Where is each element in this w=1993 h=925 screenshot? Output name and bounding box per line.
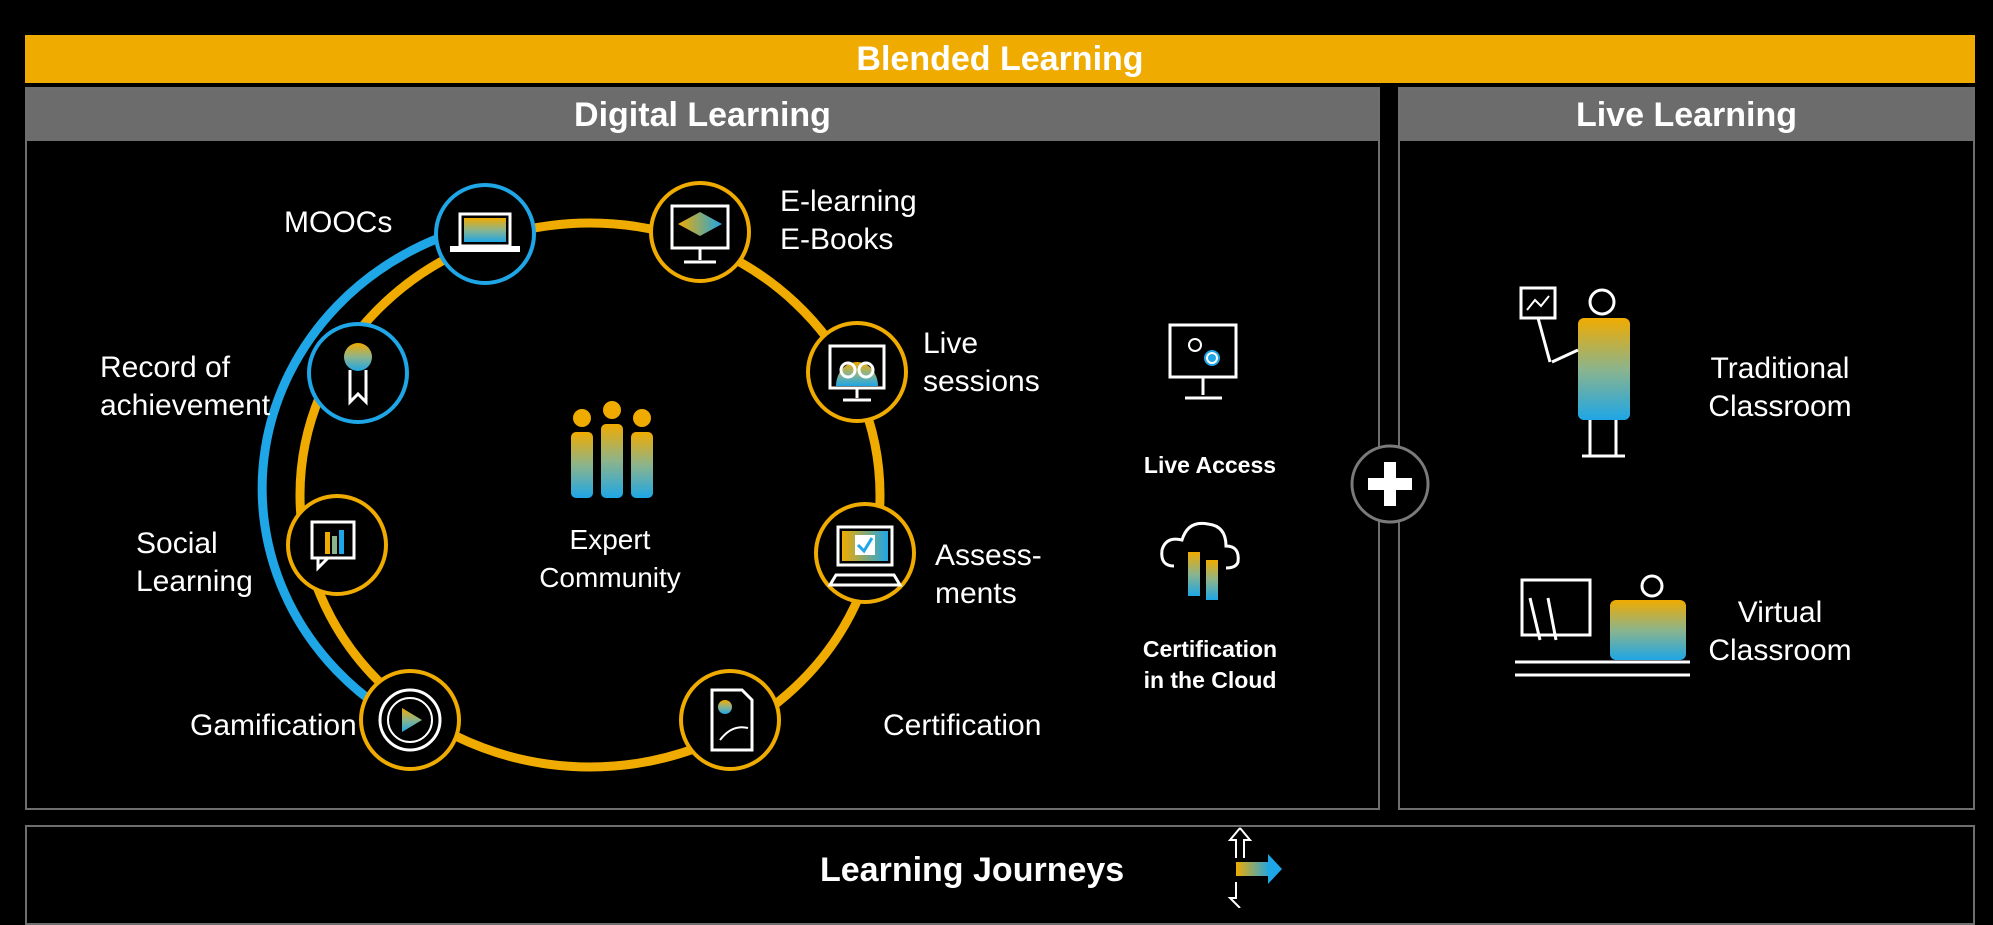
certification-label: Certification bbox=[883, 709, 1042, 742]
social-learning-label: Social Learning bbox=[136, 527, 253, 598]
moocs-icon bbox=[434, 183, 536, 285]
live-learning-header: Live Learning bbox=[1400, 89, 1973, 141]
certification-icon bbox=[679, 669, 781, 771]
digital-learning-header: Digital Learning bbox=[27, 89, 1378, 141]
assessments-icon bbox=[814, 502, 916, 604]
record-of-achievement-label: Record of achievement bbox=[100, 351, 271, 422]
social-learning-icon bbox=[286, 494, 388, 596]
assessments-label: Assess- ments bbox=[935, 539, 1042, 610]
plus-icon bbox=[1350, 444, 1430, 524]
gamification-icon bbox=[359, 669, 461, 771]
traditional-classroom-icon bbox=[1519, 286, 1630, 458]
digital-learning-panel: Digital Learning bbox=[25, 87, 1380, 810]
virtual-classroom-label: Virtual Classroom bbox=[1708, 596, 1852, 667]
traditional-classroom-label: Traditional Classroom bbox=[1708, 352, 1852, 423]
elearning-label: E-learning E-Books bbox=[780, 185, 917, 256]
journey-arrows-icon bbox=[1227, 827, 1282, 908]
live-learning-panel: Live Learning bbox=[1398, 87, 1975, 810]
elearning-icon bbox=[649, 181, 751, 283]
learning-journeys-title: Learning Journeys bbox=[820, 851, 1125, 889]
live-access-label: Live Access bbox=[1143, 452, 1277, 478]
virtual-classroom-icon bbox=[1515, 574, 1690, 677]
live-sessions-icon bbox=[806, 321, 908, 423]
moocs-label: MOOCs bbox=[284, 206, 393, 239]
expert-community-label: Expert Community bbox=[539, 524, 681, 593]
ribbon-badge-icon bbox=[307, 322, 409, 424]
cloud-certification-icon bbox=[1160, 521, 1240, 600]
learning-cycle-ring bbox=[257, 218, 885, 772]
gamification-label: Gamification bbox=[190, 709, 357, 742]
blended-learning-banner: Blended Learning bbox=[25, 35, 1975, 83]
live-access-icon bbox=[1168, 323, 1238, 400]
expert-community-icon bbox=[571, 401, 653, 498]
live-sessions-label: Live sessions bbox=[923, 327, 1040, 398]
certification-cloud-label: Certification in the Cloud bbox=[1142, 636, 1278, 693]
